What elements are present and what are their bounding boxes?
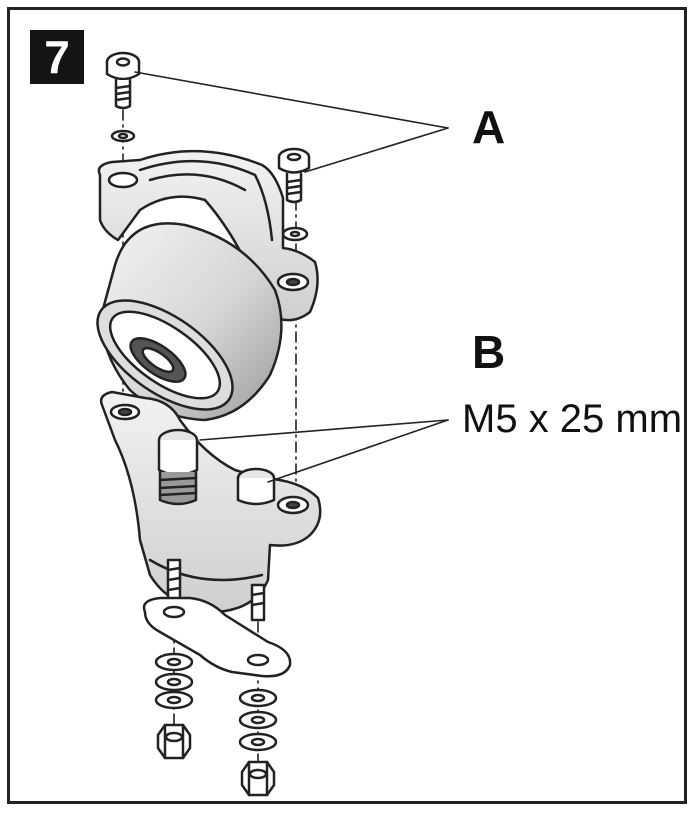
spring-washer-right	[281, 226, 309, 242]
bolt-spec-label: M5 x 25 mm	[462, 397, 682, 441]
lower-clamp	[99, 390, 322, 614]
step-number-badge: 7	[30, 30, 84, 84]
washer-stack-right	[238, 688, 278, 752]
spring-washer-left	[110, 129, 136, 143]
callout-label-a: A	[472, 101, 505, 153]
leader-lines-b	[199, 419, 449, 483]
washer-stack-left	[154, 652, 194, 710]
top-bolt-right	[277, 147, 311, 204]
top-bolt-left	[105, 51, 141, 110]
ball-mount	[96, 222, 283, 422]
callout-label-b: B	[472, 326, 505, 378]
b-bolt-right	[236, 467, 276, 506]
hex-nut-right	[240, 760, 276, 797]
hex-nut-left	[156, 723, 192, 760]
b-bolt-left	[157, 428, 199, 506]
leader-lines-a	[134, 71, 449, 173]
stud-right	[250, 583, 266, 622]
link-plate	[142, 596, 292, 678]
